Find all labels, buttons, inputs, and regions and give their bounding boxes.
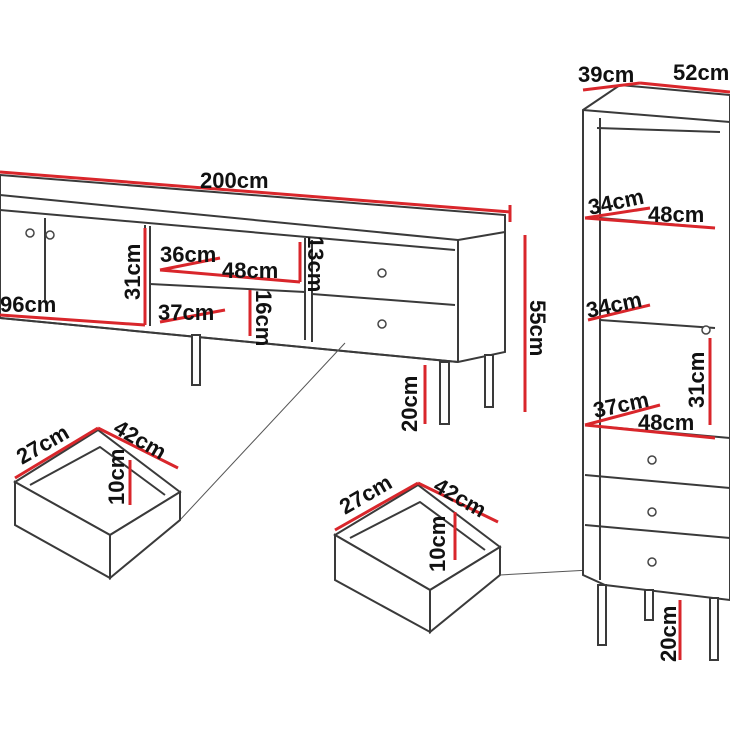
drawer-right: 27cm 42cm 10cm bbox=[333, 470, 591, 635]
tv-cabinet bbox=[0, 173, 506, 521]
leg bbox=[644, 589, 654, 621]
drawer-left: 27cm 42cm 10cm bbox=[12, 415, 182, 581]
dim-48: 48cm bbox=[222, 258, 278, 283]
dim-55: 55cm bbox=[525, 300, 550, 356]
dim-52: 52cm bbox=[673, 60, 729, 85]
drawer-knob bbox=[647, 557, 657, 567]
drawer-knob bbox=[377, 268, 387, 278]
leg bbox=[484, 354, 494, 408]
dim-20-tall: 20cm bbox=[656, 606, 681, 662]
leg bbox=[709, 597, 719, 661]
dim-20-tv: 20cm bbox=[397, 376, 422, 432]
dim-13: 13cm bbox=[303, 236, 328, 292]
drawer-split bbox=[311, 293, 456, 306]
dim-10-left: 10cm bbox=[104, 449, 129, 505]
leg bbox=[597, 584, 607, 646]
door-knob bbox=[45, 230, 55, 240]
tv-dimensions: 200cm 31cm 96cm 36cm 48cm 13cm 37cm 16cm… bbox=[0, 168, 550, 432]
leg bbox=[439, 361, 450, 425]
dim-96: 96cm bbox=[0, 292, 56, 317]
dim-width-200: 200cm bbox=[200, 168, 269, 193]
dim-10-right: 10cm bbox=[425, 516, 450, 572]
leader-line bbox=[499, 569, 591, 576]
leader-line bbox=[179, 342, 346, 521]
tall-cabinet-dimensions: 39cm 52cm 34cm 48cm 34cm 37cm 48cm 31cm … bbox=[578, 60, 730, 662]
tv-cabinet-inner-top bbox=[0, 209, 456, 251]
drawer-knob bbox=[647, 455, 657, 465]
door-knob bbox=[25, 228, 35, 238]
door-knob bbox=[701, 325, 711, 335]
dim-37: 37cm bbox=[158, 300, 214, 325]
dim-48-lower: 48cm bbox=[638, 410, 694, 435]
dim-31-tall: 31cm bbox=[684, 352, 709, 408]
tv-cabinet-bottom bbox=[0, 317, 459, 363]
dim-48-upper: 48cm bbox=[648, 202, 704, 227]
leg bbox=[191, 334, 201, 386]
dim-31: 31cm bbox=[120, 244, 145, 300]
middle-shelf bbox=[149, 283, 306, 293]
drawer-knob bbox=[377, 319, 387, 329]
dim-36: 36cm bbox=[160, 242, 216, 267]
dim-39: 39cm bbox=[578, 62, 634, 87]
drawer-knob bbox=[647, 507, 657, 517]
tall-cabinet-body bbox=[582, 83, 730, 602]
dim-16: 16cm bbox=[251, 290, 276, 346]
drawer-left-side bbox=[109, 490, 181, 581]
